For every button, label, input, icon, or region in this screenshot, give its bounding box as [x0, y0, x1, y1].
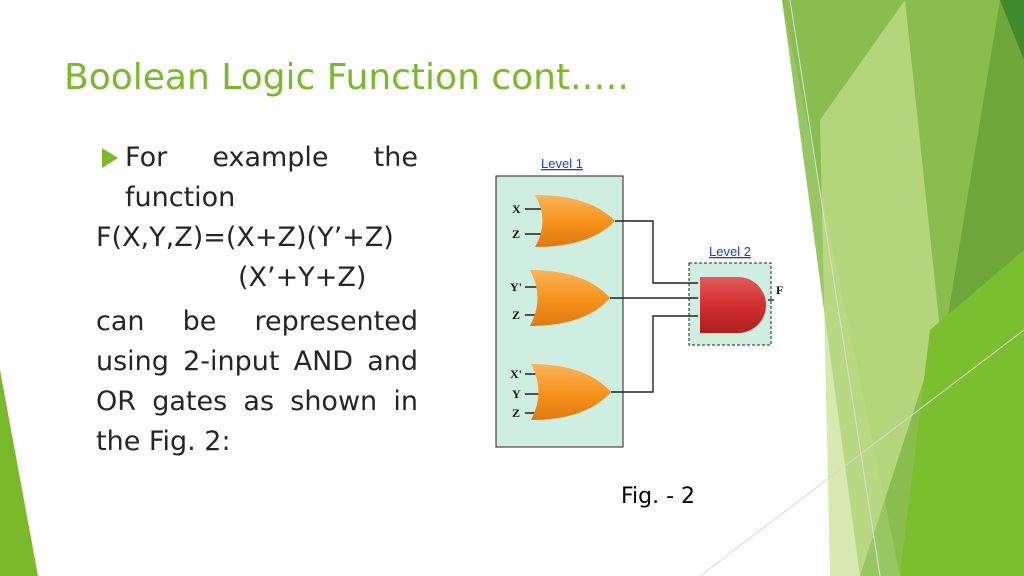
- output-label-f: F: [776, 283, 783, 297]
- level-1-label[interactable]: Level 1: [541, 156, 583, 171]
- gate2-input-y-prime: Y': [510, 280, 522, 294]
- figure-caption: Fig. - 2: [621, 484, 696, 509]
- explanation-paragraph: can be represented using 2-input AND and…: [96, 306, 418, 457]
- body-text: For example the function F(X,Y,Z)=(X+Z)(…: [96, 138, 418, 462]
- or-gate-2: [530, 270, 610, 326]
- triangle-bullet-icon: [102, 148, 118, 168]
- equation-line-1: F(X,Y,Z)=(X+Z)(Y’+Z): [96, 222, 394, 253]
- bullet-paragraph: For example the function: [96, 138, 418, 218]
- gate1-input-z: Z: [512, 227, 520, 241]
- connection-wires: [610, 220, 774, 393]
- right-pale-band: [820, 0, 940, 576]
- slide-title: Boolean Logic Function cont.….: [64, 57, 629, 98]
- equation-line-2: (X’+Y+Z): [238, 262, 367, 293]
- gate3-input-x-prime: X': [510, 367, 522, 381]
- gate2-input-z: Z: [512, 308, 520, 322]
- gate3-input-z: Z: [512, 406, 520, 420]
- left-corner-triangle: [0, 370, 38, 576]
- gate1-input-x: X: [512, 202, 521, 216]
- bullet-text: For example the function: [125, 142, 418, 213]
- gate3-input-y: Y: [512, 387, 521, 401]
- or-gate-1: [535, 195, 615, 247]
- level-2-label[interactable]: Level 2: [709, 244, 751, 259]
- logic-circuit-figure: Level 1 Level 2 X Z Y' Z X' Y Z F: [495, 156, 783, 448]
- diagonal-line: [699, 329, 1024, 576]
- right-dark-accent: [1000, 0, 1024, 60]
- or-gate-3: [531, 364, 611, 420]
- right-bright-band: [900, 250, 1024, 576]
- and-gate: [700, 277, 766, 333]
- diagonal-line-2: [789, 0, 881, 576]
